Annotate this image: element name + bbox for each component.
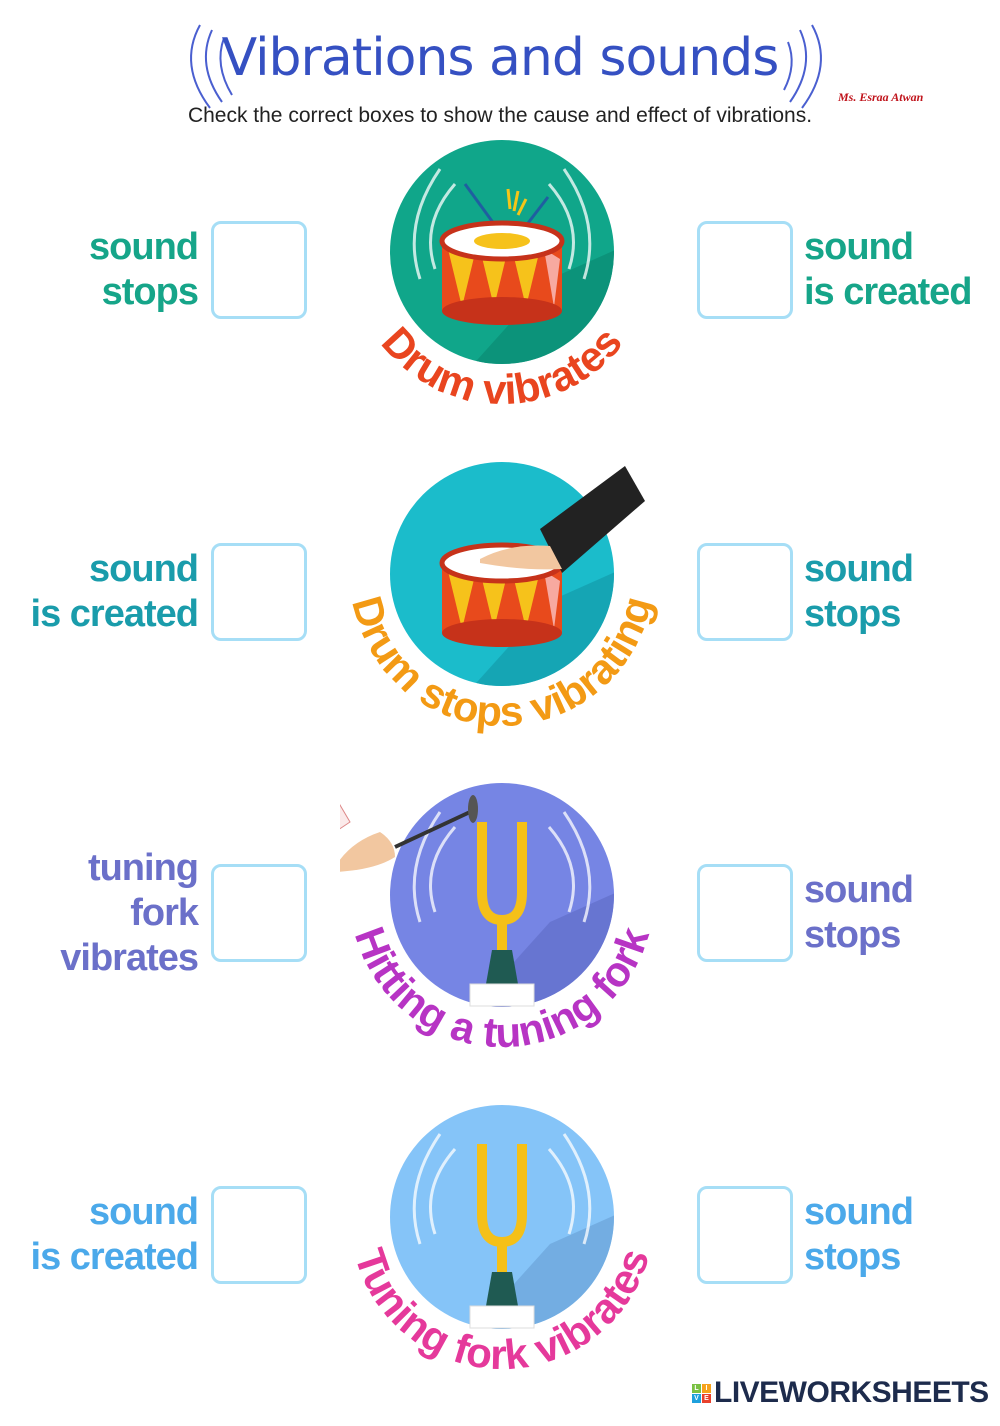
label-line: sound — [804, 869, 914, 911]
checkbox-left[interactable] — [211, 543, 307, 641]
hand-on-drum-icon — [480, 466, 645, 573]
label-line: is created — [804, 271, 972, 313]
hand-with-mallet-icon — [340, 795, 478, 872]
illustration: Hitting a tuning fork — [340, 783, 658, 1056]
logo-badge-icon: L I V E — [692, 1383, 711, 1403]
author-credit: Ms. Esraa Atwan — [838, 90, 924, 104]
logo-text: LIVEWORKSHEETS — [714, 1376, 989, 1409]
checkbox-right[interactable] — [697, 543, 793, 641]
label-line: vibrates — [60, 936, 199, 979]
label-line: sound — [804, 548, 914, 590]
vibration-waves-icon — [412, 168, 592, 280]
liveworksheets-logo: L I V E LIVEWORKSHEETS — [692, 1376, 989, 1410]
tuning-fork-icon — [469, 822, 535, 1007]
tuning-fork-icon — [469, 1144, 535, 1329]
page-title: Vibrations and sounds — [221, 28, 780, 88]
label-line: sound — [89, 548, 199, 590]
label-line: sound — [804, 1191, 914, 1233]
checkbox-right[interactable] — [697, 1186, 793, 1284]
label-line: tuning — [87, 846, 199, 889]
instructions: Check the correct boxes to show the caus… — [187, 104, 813, 127]
label-line: stops — [101, 271, 199, 313]
sound-waves-decoration — [190, 24, 822, 109]
label-line: is created — [30, 593, 199, 635]
vibration-waves-icon — [412, 1133, 592, 1245]
drum-icon — [439, 220, 565, 325]
label-line: sound — [89, 226, 199, 268]
checkbox-right[interactable] — [697, 221, 793, 319]
label-line: sound — [804, 226, 914, 268]
label-line: stops — [804, 914, 901, 956]
logo-badge-letter: I — [702, 1383, 711, 1393]
label-line: is created — [30, 1236, 199, 1278]
checkbox-left[interactable] — [211, 221, 307, 319]
logo-badge-letter: E — [702, 1393, 711, 1403]
illustration: Drum vibrates — [373, 140, 631, 413]
logo-badge-letter: V — [692, 1393, 701, 1403]
logo-badge-letter: L — [692, 1383, 701, 1393]
label-line: sound — [89, 1191, 199, 1233]
label-line: stops — [804, 593, 901, 635]
illustration: Drum stops vibrating — [343, 462, 661, 735]
checkbox-right[interactable] — [697, 864, 793, 962]
checkbox-left[interactable] — [211, 864, 307, 962]
label-line: fork — [130, 891, 199, 934]
vibration-waves-icon — [412, 811, 592, 923]
checkbox-left[interactable] — [211, 1186, 307, 1284]
label-line: stops — [804, 1236, 901, 1278]
illustration: Tuning fork vibrates — [346, 1105, 658, 1378]
